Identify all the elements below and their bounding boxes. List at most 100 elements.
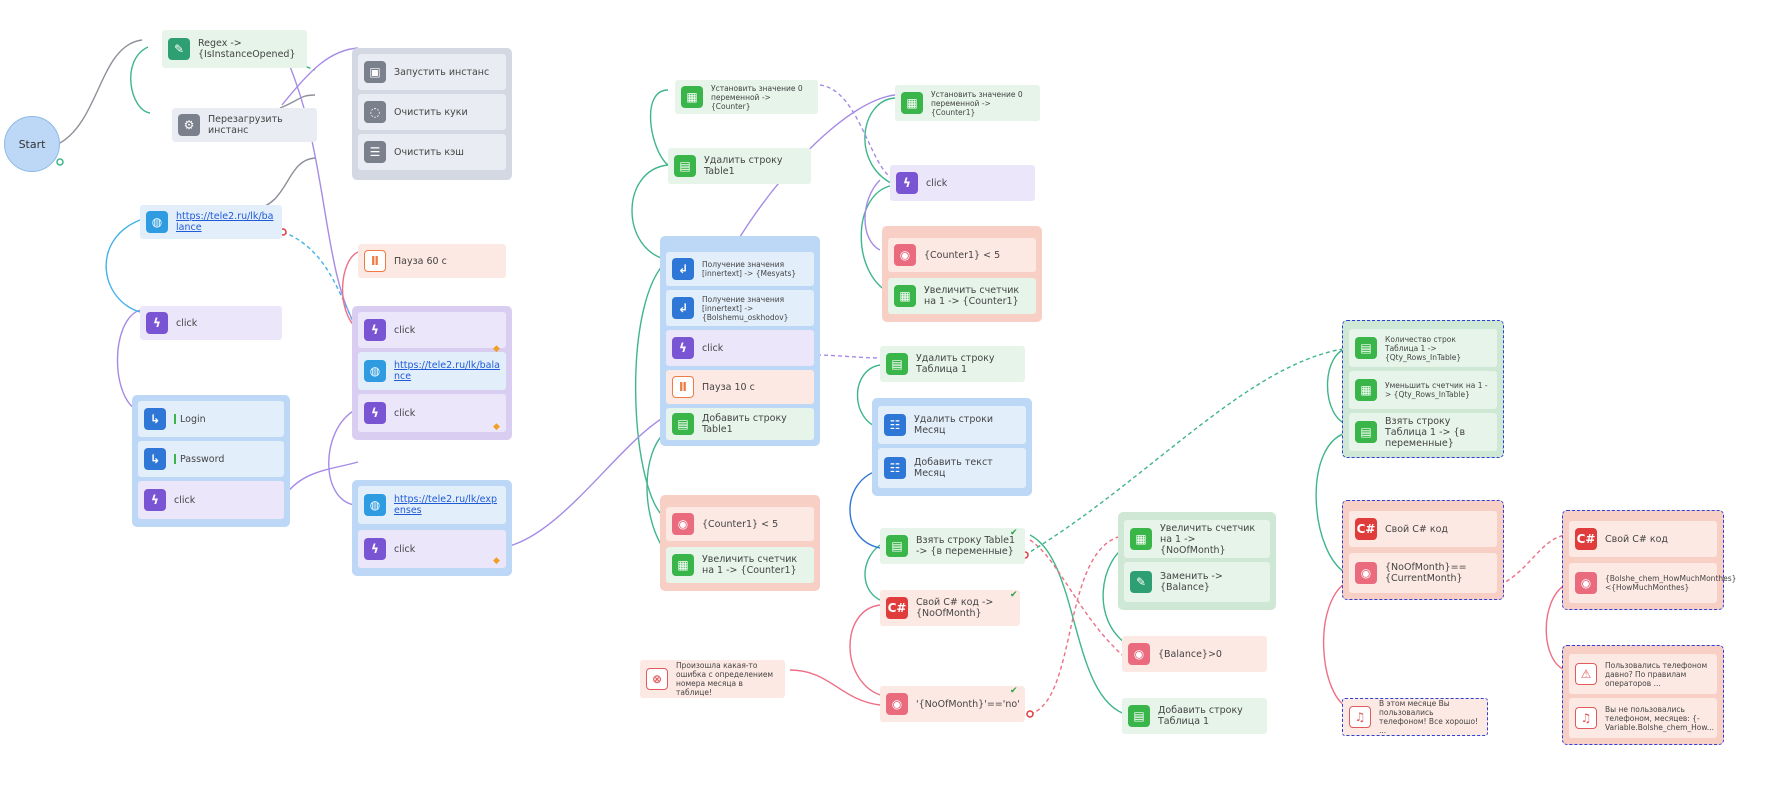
url-balance-action[interactable]: ◍ https://tele2.ru/lk/balance <box>140 205 282 239</box>
error-note-action[interactable]: ⊗ Произошла какая-то ошибка с определени… <box>640 660 785 698</box>
alert-unused-label: Вы не пользовались телефоном, месяцев: {… <box>1605 704 1714 732</box>
bell-icon: ♫ <box>1575 707 1597 729</box>
pause-60-action[interactable]: Ⅱ Пауза 60 с <box>358 244 506 278</box>
clear-cookies-action[interactable]: ◌ Очистить куки <box>358 94 506 130</box>
click-action-1[interactable]: ϟ click <box>140 306 282 340</box>
warn-phone-action[interactable]: ⚠ Пользовались телефоном давно? По прави… <box>1569 654 1717 694</box>
csharp-month-action[interactable]: C# Свой C# код -> {NoOfMonth} <box>880 590 1020 626</box>
click-action-2[interactable]: ϟ click <box>358 312 506 348</box>
increment-counter-label-a: Увеличить счетчик на 1 -> {Counter1} <box>702 554 798 576</box>
restart-instance-label: Перезагрузить инстанс <box>208 114 283 136</box>
clear-cache-action[interactable]: ☰ Очистить кэш <box>358 134 506 170</box>
instance-group: ▣ Запустить инстанс ◌ Очистить куки ☰ Оч… <box>352 48 512 180</box>
increment-counter-a[interactable]: ▦ Увеличить счетчик на 1 -> {Counter1} <box>666 547 814 583</box>
regex-action[interactable]: ✎ Regex -> {IsInstanceOpened} <box>162 30 307 68</box>
take-row-table1-action[interactable]: ▤ Взять строку Table1 -> {в переменные} <box>880 528 1025 564</box>
counter-group-b: ◉ {Counter1} < 5 ▦ Увеличить счетчик на … <box>882 226 1042 322</box>
lightning-icon: ϟ <box>364 319 386 341</box>
click-action-5[interactable]: ϟ click <box>358 530 506 568</box>
add-row-table-1-action[interactable]: ▤ Добавить строку Таблица 1 <box>1122 698 1267 734</box>
delete-lines-month-action[interactable]: ☷ Удалить строки Месяц <box>878 406 1026 444</box>
alert-unused-action[interactable]: ♫ Вы не пользовались телефоном, месяцев:… <box>1569 698 1717 738</box>
table-icon: ▤ <box>886 353 908 375</box>
url-balance-link-2[interactable]: https://tele2.ru/lk/balance <box>394 360 500 382</box>
start-node[interactable]: Start <box>4 116 60 172</box>
csharp-icon: C# <box>886 597 908 619</box>
balance-gt0-condition[interactable]: ◉ {Balance}>0 <box>1122 636 1267 672</box>
click-action-3[interactable]: ϟ click <box>358 394 506 432</box>
url-expenses-link[interactable]: https://tele2.ru/lk/expenses <box>394 494 497 516</box>
click-label-4: click <box>174 494 196 506</box>
rows-count-action[interactable]: ▤ Количество строк Таблица 1 -> {Qty_Row… <box>1349 329 1497 367</box>
counter-condition-label-b: {Counter1} < 5 <box>924 249 1001 261</box>
csharp-own-action-2[interactable]: C# Свой C# код <box>1569 521 1717 557</box>
check-icon: ✔ <box>1010 686 1018 696</box>
add-text-month-action[interactable]: ☷ Добавить текст Месяц <box>878 448 1026 488</box>
counter-group-a: ◉ {Counter1} < 5 ▦ Увеличить счетчик на … <box>660 495 820 591</box>
click-action-6[interactable]: ϟ click <box>666 330 814 366</box>
globe-icon: ◍ <box>146 211 168 233</box>
take-row-table-1-label: Взять строку Таблица 1 -> {в переменные} <box>1385 415 1466 449</box>
delete-row-table1-action[interactable]: ▤ Удалить строку Table1 <box>668 148 811 184</box>
howmuch-condition[interactable]: ◉ {Bolshe_chem_HowMuchMonthes}<{HowMuchM… <box>1569 563 1736 603</box>
grid-icon: ▦ <box>894 285 916 307</box>
globe-icon: ◍ <box>364 494 386 516</box>
delete-lines-month-label: Удалить строки Месяц <box>914 414 994 436</box>
set-counter-label: Установить значение 0 переменной -> {Cou… <box>711 83 803 111</box>
replace-balance-action[interactable]: ✎ Заменить -> {Balance} <box>1124 562 1270 602</box>
get-value-action-2[interactable]: ↲ Получение значения [innertext] -> {Bol… <box>666 290 814 326</box>
lightning-icon: ϟ <box>364 402 386 424</box>
counter-condition-b[interactable]: ◉ {Counter1} < 5 <box>888 238 1036 272</box>
increment-counter-b[interactable]: ▦ Увеличить счетчик на 1 -> {Counter1} <box>888 278 1036 314</box>
get-value-action-1[interactable]: ↲ Получение значения [innertext] -> {Mes… <box>666 252 814 286</box>
replace-balance-label: Заменить -> {Balance} <box>1160 571 1223 593</box>
flag-icon: ◆ <box>493 422 500 432</box>
set-counter-action-b[interactable]: ▦ Установить значение 0 переменной -> {C… <box>895 85 1040 121</box>
increment-counter-label-b: Увеличить счетчик на 1 -> {Counter1} <box>924 285 1020 307</box>
increment-month-action[interactable]: ▦ Увеличить счетчик на 1 -> {NoOfMonth} <box>1124 520 1270 558</box>
toggle-icon: ◉ <box>886 693 908 715</box>
click-label-7: click <box>926 177 948 189</box>
launch-instance-label: Запустить инстанс <box>394 66 490 78</box>
click-label-6: click <box>702 342 724 354</box>
csharp-icon: C# <box>1355 518 1377 540</box>
input-arrow-icon: ↲ <box>672 258 694 280</box>
click-action-4[interactable]: ϟ click <box>138 481 284 519</box>
flag-icon: ◆ <box>493 556 500 566</box>
add-row-table-1-label: Добавить строку Таблица 1 <box>1158 705 1243 727</box>
rows-count-label: Количество строк Таблица 1 -> {Qty_Rows_… <box>1385 334 1462 362</box>
table-icon: ▤ <box>674 155 696 177</box>
month-list-group: ☷ Удалить строки Месяц ☷ Добавить текст … <box>872 398 1032 496</box>
decrement-counter-action[interactable]: ▦ Уменьшить счетчик на 1 -> {Qty_Rows_In… <box>1349 371 1497 409</box>
month-eq-no-condition[interactable]: ◉ '{NoOfMonth}'=='no' <box>880 686 1025 722</box>
window-icon: ▣ <box>364 61 386 83</box>
table-icon: ▤ <box>886 535 908 557</box>
delete-row-table-1-action[interactable]: ▤ Удалить строку Таблица 1 <box>880 346 1025 382</box>
login-input-action[interactable]: ↳ Login <box>138 401 284 437</box>
click-action-7[interactable]: ϟ click <box>890 165 1035 201</box>
cache-icon: ☰ <box>364 141 386 163</box>
globe-icon: ◍ <box>364 360 386 382</box>
click-label-3: click <box>394 407 416 419</box>
add-row-table1-action[interactable]: ▤ Добавить строку Table1 <box>666 408 814 440</box>
csharp-own-action[interactable]: C# Свой C# код <box>1349 511 1497 547</box>
set-counter-action[interactable]: ▦ Установить значение 0 переменной -> {C… <box>675 80 818 114</box>
pause-10-action[interactable]: Ⅱ Пауза 10 с <box>666 370 814 404</box>
launch-instance-action[interactable]: ▣ Запустить инстанс <box>358 54 506 90</box>
take-row-table-1-action[interactable]: ▤ Взять строку Таблица 1 -> {в переменны… <box>1349 413 1497 451</box>
month-eq-current-label: {NoOfMonth}== {CurrentMonth} <box>1385 562 1467 584</box>
delete-row-table1-label: Удалить строку Table1 <box>704 155 783 177</box>
expenses-group: ◍ https://tele2.ru/lk/expenses ϟ click <box>352 480 512 576</box>
input-arrow-icon: ↳ <box>144 448 166 470</box>
warn-phone-label: Пользовались телефоном давно? По правила… <box>1605 660 1708 688</box>
password-input-action[interactable]: ↳ Password <box>138 441 284 477</box>
url-balance-action-2[interactable]: ◍ https://tele2.ru/lk/balance <box>358 352 506 390</box>
increment-month-label: Увеличить счетчик на 1 -> {NoOfMonth} <box>1160 522 1256 556</box>
alert-month-action[interactable]: ♫ В этом месяце Вы пользовались телефоно… <box>1342 698 1488 736</box>
grid-icon: ▦ <box>901 92 923 114</box>
url-expenses-action[interactable]: ◍ https://tele2.ru/lk/expenses <box>358 486 506 524</box>
restart-instance-action[interactable]: ⚙ Перезагрузить инстанс <box>172 108 317 142</box>
counter-condition-a[interactable]: ◉ {Counter1} < 5 <box>666 507 814 541</box>
month-eq-current-condition[interactable]: ◉ {NoOfMonth}== {CurrentMonth} <box>1349 553 1497 593</box>
url-balance-link[interactable]: https://tele2.ru/lk/balance <box>176 211 274 233</box>
